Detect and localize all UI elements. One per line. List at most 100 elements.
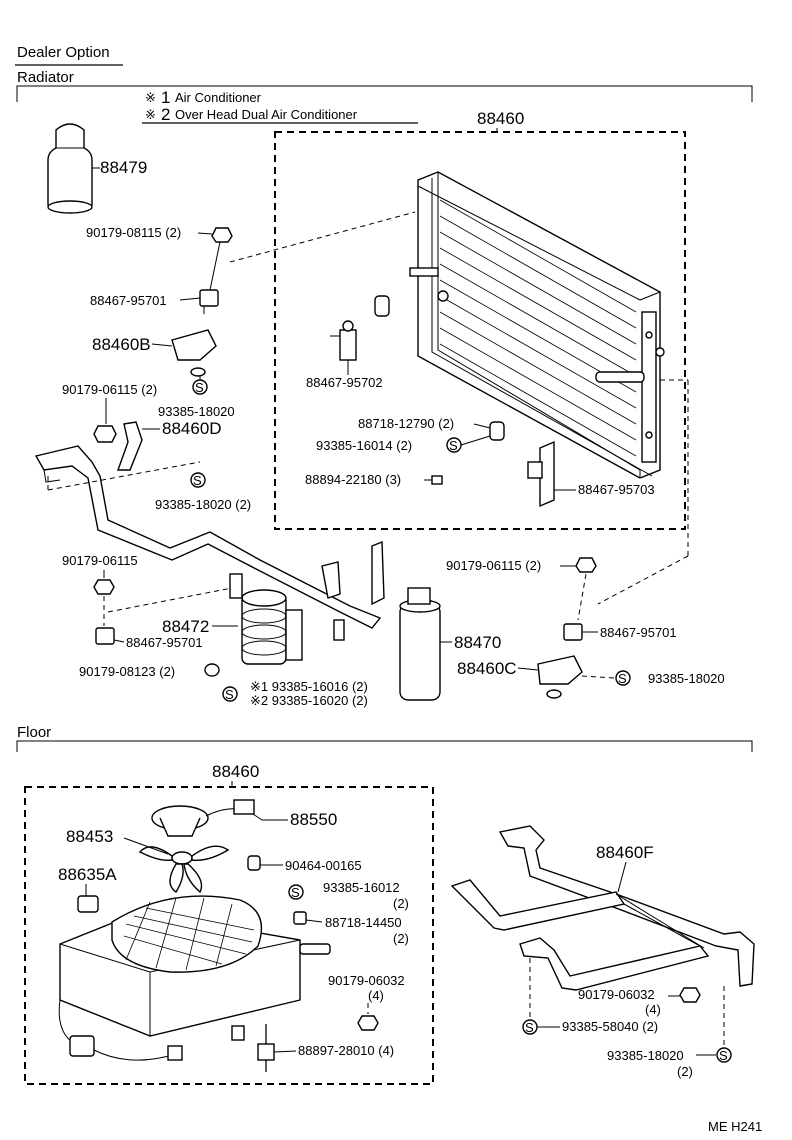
clamp-88718-12790-icon (374, 295, 505, 441)
s-symbol-text: S (225, 687, 234, 702)
label-88467-95703: 88467-95703 (578, 482, 655, 497)
nut-90179-06115-icon (93, 425, 117, 443)
s-symbol-93385-16012 (288, 884, 304, 900)
nut-90179-06032-icon (357, 1015, 379, 1031)
bracket-88460B-icon (171, 329, 217, 377)
s-symbol-text: S (291, 885, 300, 900)
legend-number-1: 1 (161, 88, 170, 107)
label-90179-08123: 90179-08123 (2) (79, 664, 175, 679)
bolt-88894-22180-icon (424, 475, 443, 485)
label-90179-06115-2: 90179-06115 (2) (62, 382, 157, 397)
floor-unit-assembly-box (24, 786, 434, 1085)
nut-90179-08115-icon (211, 227, 233, 243)
leader-88460F (617, 861, 627, 893)
s-symbol-text: S (193, 473, 202, 488)
label-88718-12790: 88718-12790 (2) (358, 416, 454, 431)
label-88550: 88550 (290, 810, 337, 829)
washer-icon (546, 689, 562, 699)
label-88460D: 88460D (162, 419, 222, 438)
condenser-core-illustration (409, 171, 665, 479)
leader-90179-08115 (197, 232, 213, 235)
section-floor-label: Floor (17, 724, 51, 741)
receiver-holder-88472-icon (229, 573, 303, 665)
bracket-88467-95702-icon (330, 320, 357, 361)
qty-93385-18020-floor: (2) (677, 1064, 693, 1079)
switch-88635A-icon (77, 895, 99, 913)
dash-right-mount (577, 573, 587, 621)
bracket-88460D-icon (117, 421, 143, 471)
dash-mount-upper (229, 211, 416, 263)
legend-text-1: Air Conditioner (175, 90, 262, 105)
label-88894-22180: 88894-22180 (3) (305, 472, 401, 487)
label-90179-06032-right: 90179-06032 (578, 987, 655, 1002)
dash-condenser-right-d (597, 555, 689, 605)
bolt-88897-28010-icon (257, 1024, 275, 1072)
label-93385-16016: ※1 93385-16016 (2) (250, 679, 368, 694)
qty-90179-06032: (4) (368, 988, 384, 1003)
s-symbol-text: S (618, 671, 627, 686)
nut-90179-06115-b-icon (93, 579, 115, 595)
nut-90179-06032-right-icon (679, 987, 701, 1003)
nut-90179-06115-c-icon (575, 557, 597, 573)
insulator-88467-95701-icon (199, 289, 219, 314)
dash-receiver (107, 587, 233, 613)
floor-section-bracket (16, 740, 753, 752)
label-93385-18020-c: 93385-18020 (648, 671, 725, 686)
clamp-88718-14450-icon (293, 911, 307, 925)
label-93385-16020: ※2 93385-16020 (2) (250, 693, 368, 708)
label-93385-18020-floor: 93385-18020 (607, 1048, 684, 1063)
receiver-dryer-88470-icon (399, 587, 441, 701)
section-radiator-label: Radiator (17, 69, 74, 86)
leader-88460C (517, 667, 539, 671)
s-symbol-text: S (449, 438, 458, 453)
bracket-stay-icon (321, 540, 385, 641)
s-symbol-text: S (525, 1020, 534, 1035)
leader-88897-28010 (273, 1050, 297, 1053)
insulator-88467-95701-c-icon (563, 623, 583, 641)
s-symbol-text: S (195, 380, 204, 395)
label-90179-06115: 90179-06115 (62, 553, 138, 568)
label-88460-condenser: 88460 (477, 109, 524, 128)
label-88467-95701-upper: 88467-95701 (90, 293, 167, 308)
legend-text-2: Over Head Dual Air Conditioner (175, 107, 358, 122)
label-93385-16012: 93385-16012 (323, 880, 400, 895)
label-88718-14450: 88718-14450 (325, 915, 402, 930)
s-symbol-93385-16016 (222, 686, 238, 702)
radiator-section-bracket (16, 85, 753, 102)
fan-88453-icon (138, 845, 230, 894)
diagram-code: ME H241 (708, 1119, 762, 1134)
qty-88718-14450: (2) (393, 931, 409, 946)
s-symbol-93385-18020-2 (190, 472, 206, 488)
label-88467-95701-c: 88467-95701 (600, 625, 677, 640)
mounting-stay-illustration (34, 445, 382, 629)
label-93385-16014: 93385-16014 (2) (316, 438, 412, 453)
s-symbol-93385-18020-floor (716, 1047, 732, 1063)
qty-93385-16012: (2) (393, 896, 409, 911)
label-88460B: 88460B (92, 335, 151, 354)
label-93385-18020-a: 93385-18020 (158, 404, 235, 419)
bracket-88460C-icon (537, 655, 583, 685)
leader-88460B (151, 343, 173, 347)
label-90179-06032: 90179-06032 (328, 973, 405, 988)
insulator-88467-95701-b-icon (95, 627, 115, 645)
label-93385-58040: 93385-58040 (2) (562, 1019, 658, 1034)
leader-88453 (123, 837, 169, 855)
label-88453: 88453 (66, 827, 113, 846)
qty-90179-06032-right: (4) (645, 1002, 661, 1017)
legend-mark-2: ※ (145, 107, 156, 122)
label-90179-06115-2b: 90179-06115 (2) (446, 558, 541, 573)
dash-88460C (581, 675, 615, 679)
leader-88467-95701-upper (179, 297, 201, 301)
label-88472: 88472 (162, 617, 209, 636)
label-88470: 88470 (454, 633, 501, 652)
nut-90179-08123-icon (204, 663, 220, 677)
motor-88550-icon (151, 799, 263, 837)
floor-bracket-88460F-illustration (450, 825, 755, 991)
condenser-assembly-box (274, 131, 686, 530)
label-88460F: 88460F (596, 843, 654, 862)
stud-line (209, 241, 221, 291)
label-88479: 88479 (100, 158, 147, 177)
label-88460C: 88460C (457, 659, 517, 678)
